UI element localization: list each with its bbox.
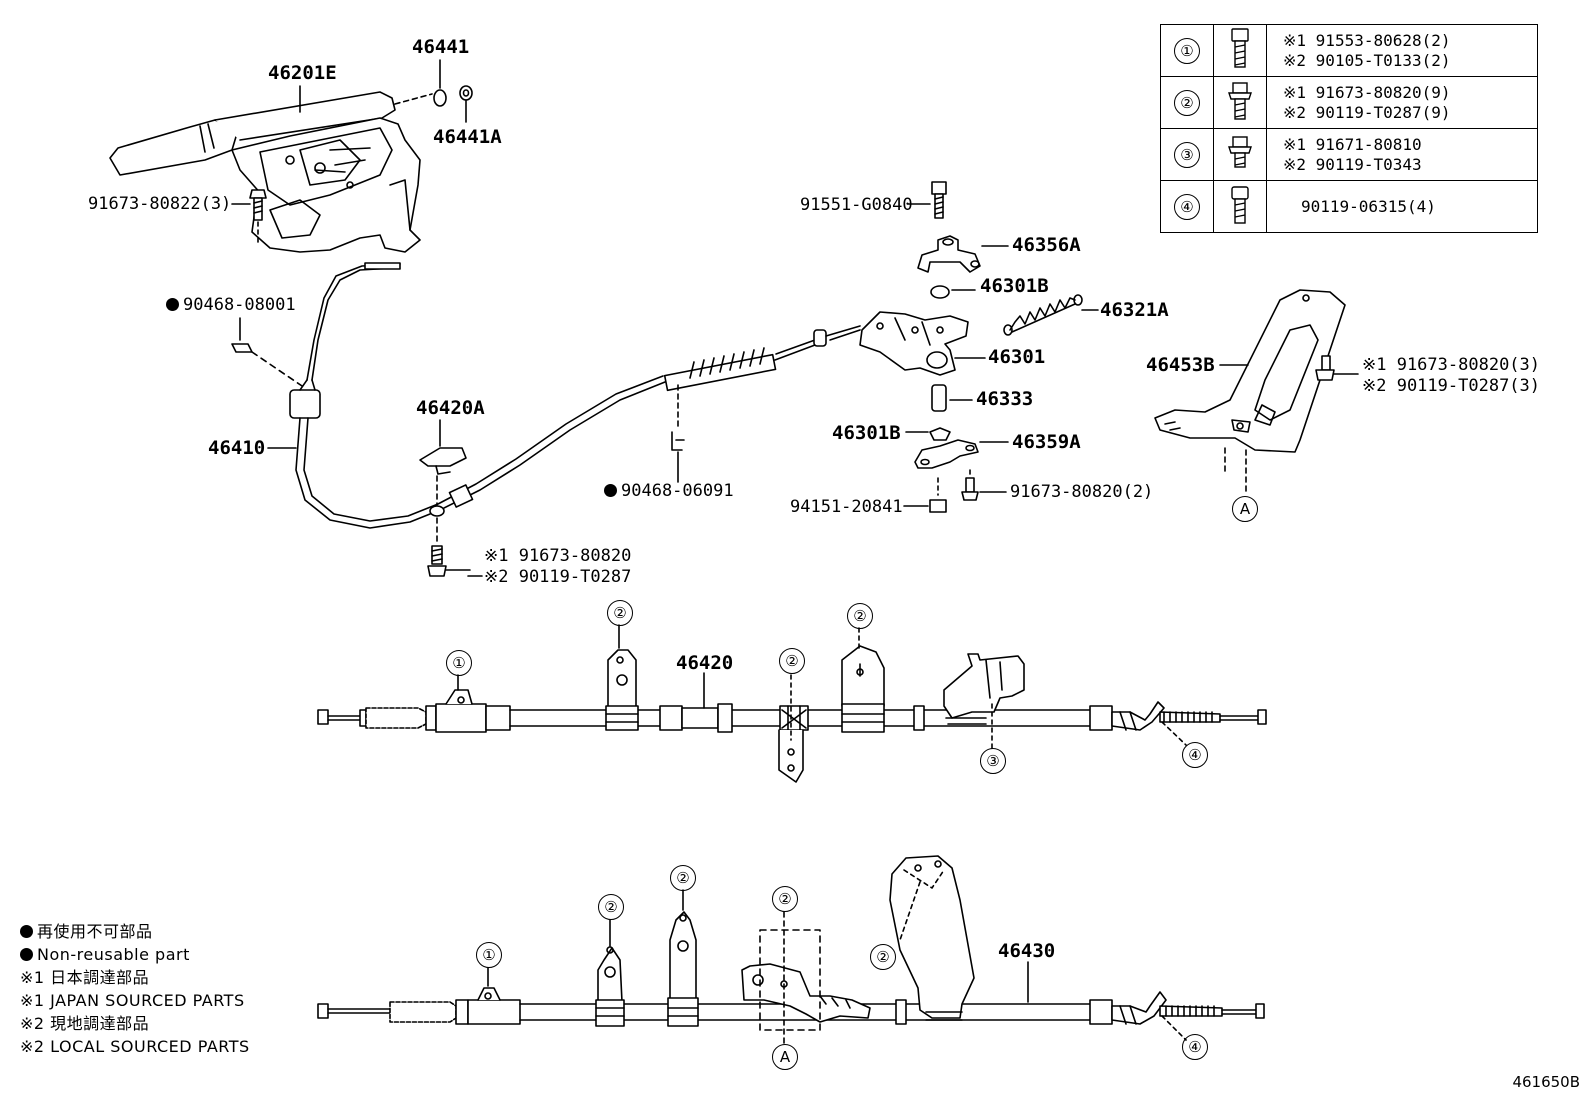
part-label-46201E: 46201E — [268, 62, 337, 84]
callout-4: ④ — [1182, 742, 1208, 768]
part-label-91673-80820-2: 91673-80820(2) — [1010, 482, 1154, 502]
callout-2: ② — [670, 865, 696, 891]
part-label-46321A: 46321A — [1100, 299, 1169, 321]
rear-cable-46430 — [317, 855, 1265, 1045]
flange-bolt-icon — [1228, 135, 1252, 168]
callout-2: ② — [607, 600, 633, 626]
hardware-line: ※2 90119-T0287(9) — [1283, 102, 1451, 122]
part-label-46420A: 46420A — [416, 397, 485, 419]
callout-A: A — [1232, 496, 1258, 522]
part-label-90468-08001: 90468-08001 — [166, 296, 296, 314]
part-label-94151-20841: 94151-20841 — [790, 497, 903, 517]
part-label-46441: 46441 — [412, 36, 470, 58]
leader-lines — [267, 85, 483, 577]
non-reusable-dot-icon — [166, 298, 179, 311]
part-label-46301B-bottom: 46301B — [832, 422, 901, 444]
figure-number: 461650B — [1512, 1073, 1580, 1091]
callout-2: ② — [870, 944, 896, 970]
bolt-91673-80822 — [231, 189, 267, 243]
front-cable-46410 — [289, 262, 861, 529]
callout-2: ② — [598, 894, 624, 920]
hardware-line: ※1 91671-80810 — [1283, 134, 1422, 154]
legend: 再使用不可部品 Non-reusable part ※1 日本調達部品 ※1 J… — [20, 920, 250, 1058]
part-label-46420: 46420 — [676, 652, 734, 674]
rear-cable-46420 — [317, 624, 1267, 783]
flange-bolt-icon — [1228, 81, 1252, 120]
part-label-91673-80820-a: ※1 91673-80820 — [484, 546, 632, 566]
clip-90468-08001 — [231, 317, 306, 389]
hardware-table: ① ※1 91553-80628(2) ※2 90105-T0133(2) ② … — [1160, 24, 1538, 233]
hardware-line: ※1 91553-80628(2) — [1283, 30, 1451, 50]
part-label-46301B-top: 46301B — [980, 275, 1049, 297]
non-reusable-dot-icon — [20, 925, 33, 938]
callout-1: ① — [1174, 37, 1200, 64]
callout-4: ④ — [1174, 193, 1200, 220]
legend-item: Non-reusable part — [20, 943, 250, 966]
non-reusable-dot-icon — [20, 948, 33, 961]
bracket-46453B — [1154, 289, 1359, 496]
part-label-46301: 46301 — [988, 346, 1046, 368]
spring-46321A — [1003, 294, 1099, 336]
legend-item: 再使用不可部品 — [20, 920, 250, 943]
part-label-46453B: 46453B — [1146, 354, 1215, 376]
legend-item: ※2 現地調達部品 — [20, 1014, 150, 1033]
hardware-row-4: ④ 90119-06315(4) — [1160, 180, 1538, 233]
bolt-91673-80820-a — [427, 517, 471, 577]
part-label-90119-T0287-a: ※2 90119-T0287 — [484, 567, 632, 587]
callout-2: ② — [779, 648, 805, 674]
hardware-line: ※2 90105-T0133(2) — [1283, 50, 1451, 70]
equalizer-assembly — [859, 181, 1009, 513]
hardware-row-2: ② ※1 91673-80820(9) ※2 90119-T0287(9) — [1160, 76, 1538, 129]
flange-bolt-icon — [1231, 27, 1249, 68]
callout-2: ② — [772, 886, 798, 912]
part-label-91551-G0840: 91551-G0840 — [800, 195, 913, 215]
hardware-line: ※2 90119-T0343 — [1283, 154, 1422, 174]
part-label-90119-T0287-3: ※2 90119-T0287(3) — [1362, 376, 1541, 396]
hardware-line: ※1 91673-80820(9) — [1283, 82, 1451, 102]
callout-2: ② — [847, 603, 873, 629]
bracket-46420A — [419, 419, 467, 506]
hardware-row-3: ③ ※1 91671-80810 ※2 90119-T0343 — [1160, 128, 1538, 181]
callout-4: ④ — [1182, 1034, 1208, 1060]
bushing-46441 — [394, 59, 473, 123]
hardware-line: 90119-06315(4) — [1301, 196, 1436, 216]
hardware-row-1: ① ※1 91553-80628(2) ※2 90105-T0133(2) — [1160, 24, 1538, 77]
callout-A: A — [772, 1044, 798, 1070]
callout-3: ③ — [980, 748, 1006, 774]
callout-1: ① — [446, 650, 472, 676]
legend-item: ※1 JAPAN SOURCED PARTS — [20, 991, 245, 1010]
callout-3: ③ — [1174, 141, 1200, 168]
part-label-91673-80820-3: ※1 91673-80820(3) — [1362, 355, 1541, 375]
part-label-46333: 46333 — [976, 388, 1034, 410]
legend-item: ※1 日本調達部品 — [20, 968, 150, 987]
callout-2: ② — [1174, 89, 1200, 116]
legend-item: ※2 LOCAL SOURCED PARTS — [20, 1037, 250, 1056]
clip-90468-06091 — [671, 384, 685, 483]
part-label-46430: 46430 — [998, 940, 1056, 962]
part-label-46359A: 46359A — [1012, 431, 1081, 453]
part-label-90468-06091: 90468-06091 — [604, 482, 734, 500]
part-label-46356A: 46356A — [1012, 234, 1081, 256]
non-reusable-dot-icon — [604, 484, 617, 497]
part-label-46410: 46410 — [208, 437, 266, 459]
parking-brake-lever — [109, 91, 421, 253]
part-label-91673-80822: 91673-80822(3) — [88, 194, 232, 214]
bolt-icon — [1231, 185, 1249, 224]
callout-1: ① — [476, 942, 502, 968]
part-label-46441A: 46441A — [433, 126, 502, 148]
